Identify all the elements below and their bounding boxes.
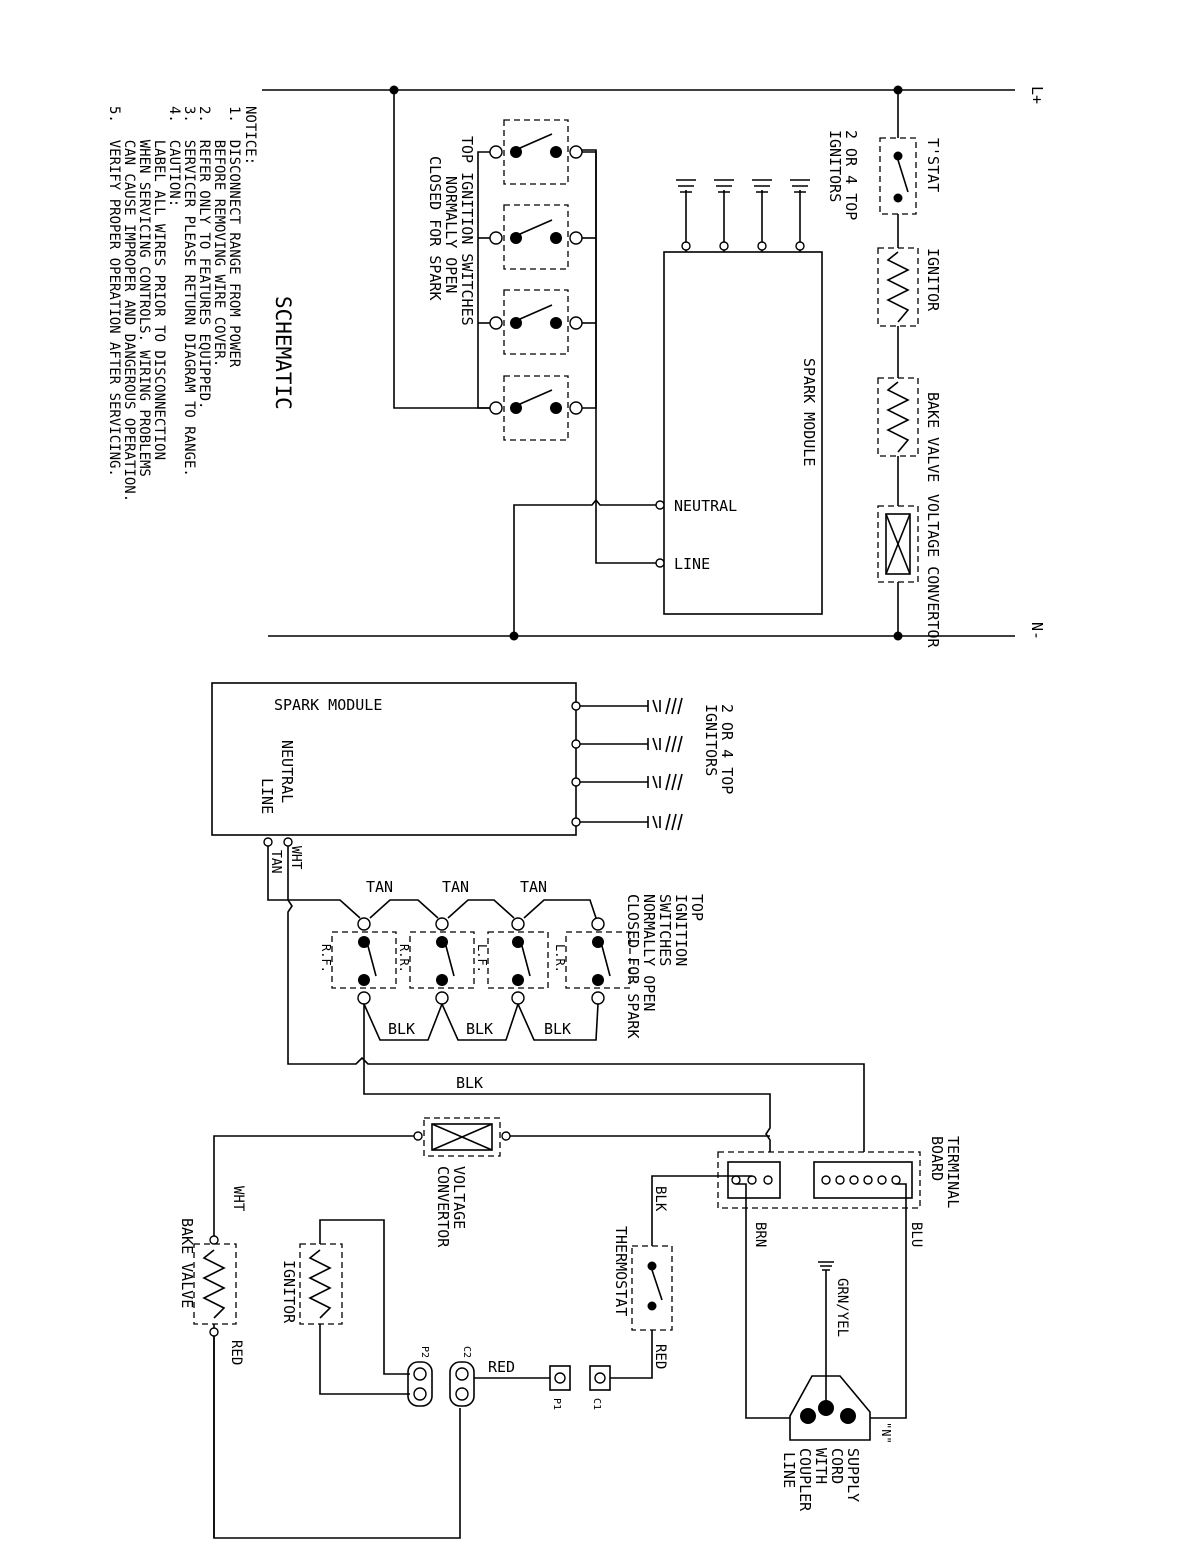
notice-line-1: 1. DISCONNECT RANGE FROM POWER: [226, 106, 242, 368]
wiring-line-label: LINE: [258, 778, 276, 814]
ignitor-label: IGNITOR: [924, 248, 942, 312]
supply-cord-label-1: SUPPLY: [844, 1448, 862, 1502]
notice-line-8: CAN CAUSE IMPROPER AND DANGEROUS OPERATI…: [121, 106, 137, 502]
supply-cord-label-4: COUPLER: [796, 1448, 814, 1512]
n-mark-label: "N": [879, 1422, 893, 1444]
wiring-ignitor-label: IGNITOR: [280, 1260, 298, 1324]
schematic-diagram: L+ N- T'STAT IGNITOR BAKE VALVE VOLTAGE …: [262, 85, 1046, 648]
notice-line-7: WHEN SERVICING CONTROLS. WIRING PROBLEMS: [136, 106, 152, 477]
connector-p2-label: P2: [419, 1346, 430, 1358]
supply-cord-label-3: WITH: [812, 1448, 830, 1484]
connector-c1-label: C1: [591, 1398, 602, 1410]
switches-note-3: CLOSED FOR SPARK: [426, 156, 444, 301]
wiring-bake-valve-label: BAKE VALVE: [178, 1218, 196, 1308]
tan-label-1: TAN: [366, 878, 393, 896]
switches-note-2: NORMALLY OPEN: [442, 176, 460, 293]
terminal-board-label-2: BOARD: [928, 1136, 946, 1181]
tan-label-2: TAN: [442, 878, 469, 896]
schematic-bake-valve: [877, 377, 919, 457]
brn-label: BRN: [752, 1222, 768, 1247]
supply-cord-label-2: CORD: [828, 1448, 846, 1484]
wiring-top-ignitors-2: IGNITORS: [702, 704, 720, 776]
wiring-ignition-switches: R.F. R.R. L.F. L.R. TAN TAN TAN BLK BLK …: [267, 846, 631, 1041]
switch-label-rf: R.F.: [319, 944, 333, 973]
blu-label: BLU: [908, 1222, 924, 1247]
notice-line-2: BEFORE REMOVING WIRE COVER.: [211, 106, 227, 367]
red-p1-label: RED: [488, 1358, 515, 1376]
schematic-ignition-switches: [393, 90, 597, 441]
top-ignitors-label-1: 2 OR 4 TOP: [842, 130, 860, 220]
voltage-convertor-label: VOLTAGE CONVERTOR: [924, 494, 942, 648]
bake-valve-label: BAKE VALVE: [924, 392, 942, 482]
switch-label-rr: R.R.: [397, 944, 411, 973]
spark-module-label: SPARK MODULE: [800, 358, 818, 466]
blk-label-1: BLK: [388, 1020, 415, 1038]
wiring-switches-note-1: TOP: [688, 894, 706, 921]
wht-bake-label: WHT: [230, 1186, 246, 1212]
supply-line-label: LINE: [780, 1452, 798, 1488]
schematic-ignitor: [877, 247, 919, 327]
thermostat-box: [631, 1245, 673, 1331]
notice-line-9: 5. VERIFY PROPER OPERATION AFTER SERVICI…: [106, 106, 122, 477]
connector-c2-label: C2: [461, 1346, 472, 1358]
notice-heading: NOTICE:: [242, 106, 258, 165]
notice-block: NOTICE: 1. DISCONNECT RANGE FROM POWER B…: [106, 106, 258, 502]
switches-note-1: TOP IGNITION SWITCHES: [458, 136, 476, 326]
rail-label-n-minus: N-: [1028, 622, 1046, 640]
top-ignitors-label-2: IGNITORS: [826, 130, 844, 202]
wiring-switches-note-3: SWITCHES: [656, 894, 674, 966]
thermostat-label: THERMOSTAT: [612, 1226, 630, 1316]
wiring-spark-module: [211, 682, 577, 836]
notice-line-4: 3. SERVICER PLEASE RETURN DIAGRAM TO RAN…: [181, 106, 197, 477]
tan-label-3: TAN: [520, 878, 547, 896]
red-thermostat-label: RED: [652, 1344, 668, 1369]
wiring-switches-note-4: NORMALLY OPEN: [640, 894, 658, 1011]
wiring-switches-note-5: CLOSED FOR SPARK: [624, 894, 642, 1039]
schematic-spark-module: [663, 251, 823, 615]
wiring-switches-note-2: IGNITION: [672, 894, 690, 966]
notice-line-6: LABEL ALL WIRES PRIOR TO DISCONNECTION: [151, 106, 167, 460]
blk-label-3: BLK: [544, 1020, 571, 1038]
wiring-voltage-convertor-label-2: CONVERTOR: [434, 1166, 452, 1248]
wiring-spark-module-label: SPARK MODULE: [274, 696, 382, 714]
wiring-top-ignitors-1: 2 OR 4 TOP: [718, 704, 736, 794]
tstat-box: [879, 137, 917, 215]
tstat-label: T'STAT: [924, 138, 942, 192]
tan-lead-label: TAN: [268, 850, 283, 873]
notice-line-5: 4. CAUTION:: [166, 106, 182, 207]
wht-lead-label: WHT: [288, 846, 303, 870]
line-label: LINE: [674, 555, 710, 573]
blk-thermostat-label: BLK: [652, 1186, 668, 1212]
terminal-board-right-block: [813, 1161, 913, 1199]
switch-label-lf: L.F.: [475, 944, 489, 973]
blk-main-label: BLK: [456, 1074, 483, 1092]
neutral-label: NEUTRAL: [674, 497, 737, 515]
red-bake-label: RED: [228, 1340, 244, 1365]
terminal-board-label-1: TERMINAL: [944, 1136, 962, 1208]
wiring-voltage-convertor-label-1: VOLTAGE: [450, 1166, 468, 1229]
schematic-ignitor-outputs: [676, 179, 810, 252]
wiring-diagram: SPARK MODULE NEUTRAL LINE 2 OR 4 TOP IGN…: [178, 682, 962, 1539]
grn-yel-label: GRN/YEL: [834, 1278, 850, 1337]
notice-line-3: 2. REFER ONLY TO FEATURES EQUIPPED.: [196, 106, 212, 409]
schematic-title: SCHEMATIC: [271, 296, 295, 410]
connector-p1-label: P1: [551, 1398, 562, 1410]
switch-label-lr: L.R.: [553, 944, 567, 973]
wiring-neutral-label: NEUTRAL: [278, 740, 296, 803]
rail-label-l-plus: L+: [1028, 86, 1046, 104]
blk-label-2: BLK: [466, 1020, 493, 1038]
wiring-ignitor-outputs: [571, 697, 683, 831]
